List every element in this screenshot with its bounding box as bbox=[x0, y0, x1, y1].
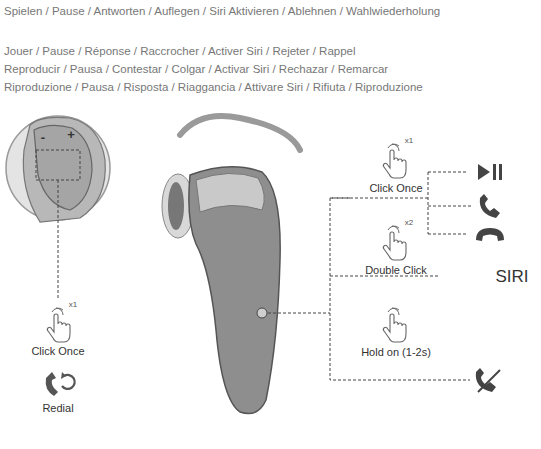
action-label: x1 bbox=[69, 300, 77, 310]
action-label: x2 bbox=[405, 218, 413, 228]
instruction-text: Spielen / Pause / Antworten / Auflegen /… bbox=[4, 4, 524, 18]
instruction-text: Jouer / Pause / Réponse / Raccrocher / A… bbox=[4, 44, 534, 58]
action-label: + bbox=[67, 127, 75, 143]
action-label: Hold on (1-2s) bbox=[361, 346, 431, 360]
action-label: Click Once bbox=[31, 345, 84, 359]
action-label: Redial bbox=[42, 402, 73, 416]
instruction-text: Riproduzione / Pausa / Risposta / Riagga… bbox=[4, 80, 524, 94]
instruction-text: Reproducir / Pausa / Contestar / Colgar … bbox=[4, 62, 537, 76]
action-label: Click Once bbox=[369, 182, 422, 196]
action-label: x1 bbox=[405, 136, 413, 146]
action-label: Double Click bbox=[365, 264, 427, 278]
action-label: - bbox=[41, 130, 45, 146]
action-label: SIRI bbox=[495, 266, 528, 287]
